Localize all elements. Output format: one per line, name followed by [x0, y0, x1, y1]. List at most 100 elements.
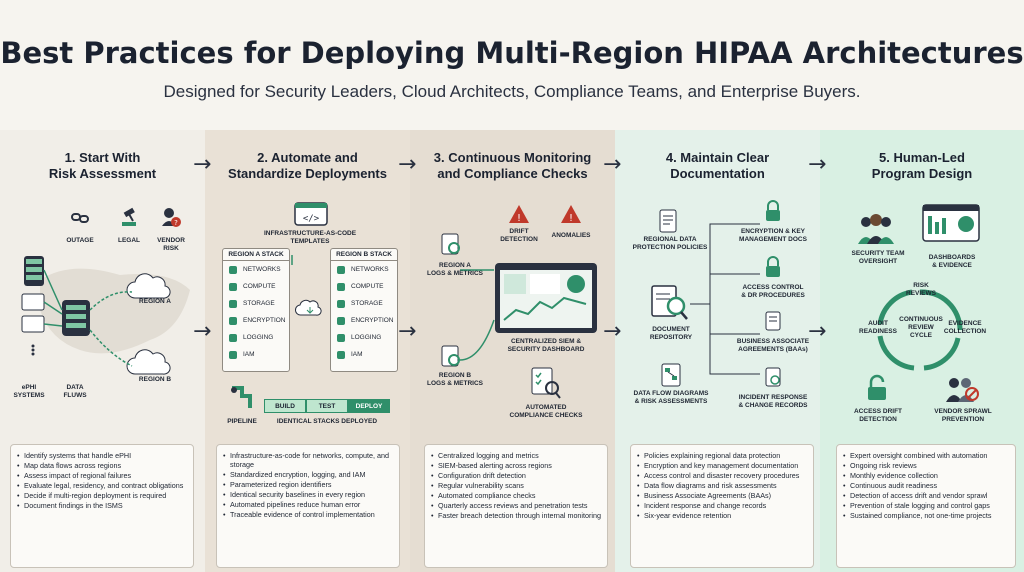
stack-b-title: REGION B STACK: [331, 249, 397, 261]
col3-bullets: Centralized logging and metrics SIEM-bas…: [424, 444, 608, 568]
page-subtitle: Designed for Security Leaders, Cloud Arc…: [163, 82, 861, 101]
list-item: Six-year evidence retention: [637, 511, 807, 520]
list-item: Ongoing risk reviews: [843, 461, 1009, 470]
logging-icon: [229, 334, 237, 342]
flow-diagram-icon: [661, 363, 681, 387]
doc-label-access: ACCESS CONTROL & DR PROCEDURES: [741, 284, 805, 299]
list-item: Data flow diagrams and risk assessments: [637, 481, 807, 490]
agreement-icon: [765, 311, 781, 331]
risk-label-vendor: VENDOR RISK: [157, 237, 185, 252]
stack-item: STORAGE: [223, 295, 289, 312]
region-b-label: REGION B: [138, 376, 172, 383]
risk-label-outage: OUTAGE: [66, 237, 94, 244]
svg-text:</>: </>: [303, 214, 320, 224]
vendor-risk-icon: ?: [162, 208, 181, 227]
list-item: Standardized encryption, logging, and IA…: [223, 470, 393, 479]
identical-stacks-label: IDENTICAL STACKS DEPLOYED: [276, 418, 378, 425]
col5-title: 5. Human-Led Program Design: [871, 150, 973, 181]
siem-label: CENTRALIZED SIEM & SECURITY DASHBOARD: [507, 338, 585, 353]
list-item: Business Associate Agreements (BAAs): [637, 491, 807, 500]
document-icon: [659, 209, 677, 233]
security-team-icon: [858, 214, 894, 244]
document-repository-icon: [651, 285, 688, 320]
automated-checks-label: AUTOMATED COMPLIANCE CHECKS: [509, 404, 583, 419]
list-item: Configuration drift detection: [431, 471, 601, 480]
stack-item: ENCRYPTION: [331, 312, 397, 329]
compute-icon: [337, 283, 345, 291]
access-drift-label: ACCESS DRIFT DETECTION: [853, 408, 903, 423]
risk-map-diagram: [21, 256, 190, 375]
list-item: Automated compliance checks: [431, 491, 601, 500]
svg-text:!: !: [569, 213, 573, 224]
list-item: Centralized logging and metrics: [431, 451, 601, 460]
stack-item: COMPUTE: [223, 278, 289, 295]
region-a-logs-label: REGION A LOGS & METRICS: [427, 262, 483, 277]
siem-dashboard-icon: [495, 263, 597, 333]
list-item: Expert oversight combined with automatio…: [843, 451, 1009, 460]
iam-icon: [337, 351, 345, 359]
deploy-step: DEPLOY: [348, 399, 390, 413]
network-icon: [229, 266, 237, 274]
list-item: Access control and disaster recovery pro…: [637, 471, 807, 480]
col5-bullets: Expert oversight combined with automatio…: [836, 444, 1016, 568]
stack-item: STORAGE: [331, 295, 397, 312]
open-lock-icon: [868, 374, 886, 400]
pipeline-label: PIPELINE: [227, 418, 257, 425]
arrow-icon: →: [603, 152, 622, 177]
flow-diagrams-label: DATA FLOW DIAGRAMS & RISK ASSESSMENTS: [633, 390, 709, 405]
audit-readiness-label: AUDIT READINESS: [859, 320, 897, 335]
col4-bullets: Policies explaining regional data protec…: [630, 444, 814, 568]
arrow-icon: →: [398, 152, 417, 177]
doc-label-incident: INCIDENT RESPONSE & CHANGE RECORDS: [738, 394, 808, 409]
pipeline-icon: [231, 386, 252, 408]
lock-icon: [766, 256, 780, 277]
svg-text:?: ?: [174, 219, 178, 227]
list-item: Identical security baselines in every re…: [223, 490, 393, 499]
build-step: BUILD: [264, 399, 306, 413]
document-search-icon: [441, 233, 460, 255]
list-item: Map data flows across regions: [17, 461, 187, 470]
flow-connector: [459, 269, 495, 361]
region-a-stack: REGION A STACK NETWORKS COMPUTE STORAGE …: [222, 248, 290, 372]
region-b-logs-label: REGION B LOGS & METRICS: [427, 372, 483, 387]
repository-label: DOCUMENT REPOSITORY: [649, 326, 693, 341]
risk-label-legal: LEGAL: [117, 237, 141, 244]
region-a-label: REGION A: [139, 298, 171, 305]
test-step: TEST: [306, 399, 348, 413]
warning-icon: !: [509, 205, 529, 224]
stack-item: NETWORKS: [331, 261, 397, 278]
storage-icon: [337, 300, 345, 308]
doc-label-baa: BUSINESS ASSOCIATE AGREEMENTS (BAAs): [736, 338, 810, 353]
list-item: Assess impact of regional failures: [17, 471, 187, 480]
incident-record-icon: [765, 367, 781, 387]
checklist-icon: [531, 367, 561, 399]
risk-reviews-label: RISK REVIEWS: [906, 282, 936, 297]
arrow-icon: →: [808, 152, 827, 177]
list-item: Policies explaining regional data protec…: [637, 451, 807, 460]
dashboard-icon: [922, 204, 980, 242]
regional-policies-label: REGIONAL DATA PROTECTION POLICIES: [632, 236, 708, 251]
col2-bullets: Infrastructure-as-code for networks, com…: [216, 444, 400, 568]
arrow-icon: →: [193, 319, 212, 344]
list-item: Infrastructure-as-code for networks, com…: [223, 451, 393, 469]
gavel-icon: [122, 207, 136, 226]
stack-item: ENCRYPTION: [223, 312, 289, 329]
list-item: Incident response and change records: [637, 501, 807, 510]
vendor-sprawl-label: VENDOR SPRAWL PREVENTION: [934, 408, 992, 423]
arrow-icon: →: [398, 319, 417, 344]
list-item: SIEM-based alerting across regions: [431, 461, 601, 470]
document-search-icon: [441, 345, 460, 367]
list-item: Prevention of stale logging and control …: [843, 501, 1009, 510]
col3-title: 3. Continuous Monitoring and Compliance …: [433, 150, 592, 181]
dashboards-label: DASHBOARDS & EVIDENCE: [928, 254, 976, 269]
storage-icon: [229, 300, 237, 308]
arrow-icon: →: [603, 319, 622, 344]
lock-icon: [229, 317, 237, 325]
list-item: Faster breach detection through internal…: [431, 511, 601, 520]
list-item: Evaluate legal, residency, and contract …: [17, 481, 187, 490]
review-cycle-label: CONTINUOUS REVIEW CYCLE: [899, 316, 943, 339]
stack-item: COMPUTE: [331, 278, 397, 295]
list-item: Continuous audit readiness: [843, 481, 1009, 490]
list-item: Encryption and key management documentat…: [637, 461, 807, 470]
compute-icon: [229, 283, 237, 291]
